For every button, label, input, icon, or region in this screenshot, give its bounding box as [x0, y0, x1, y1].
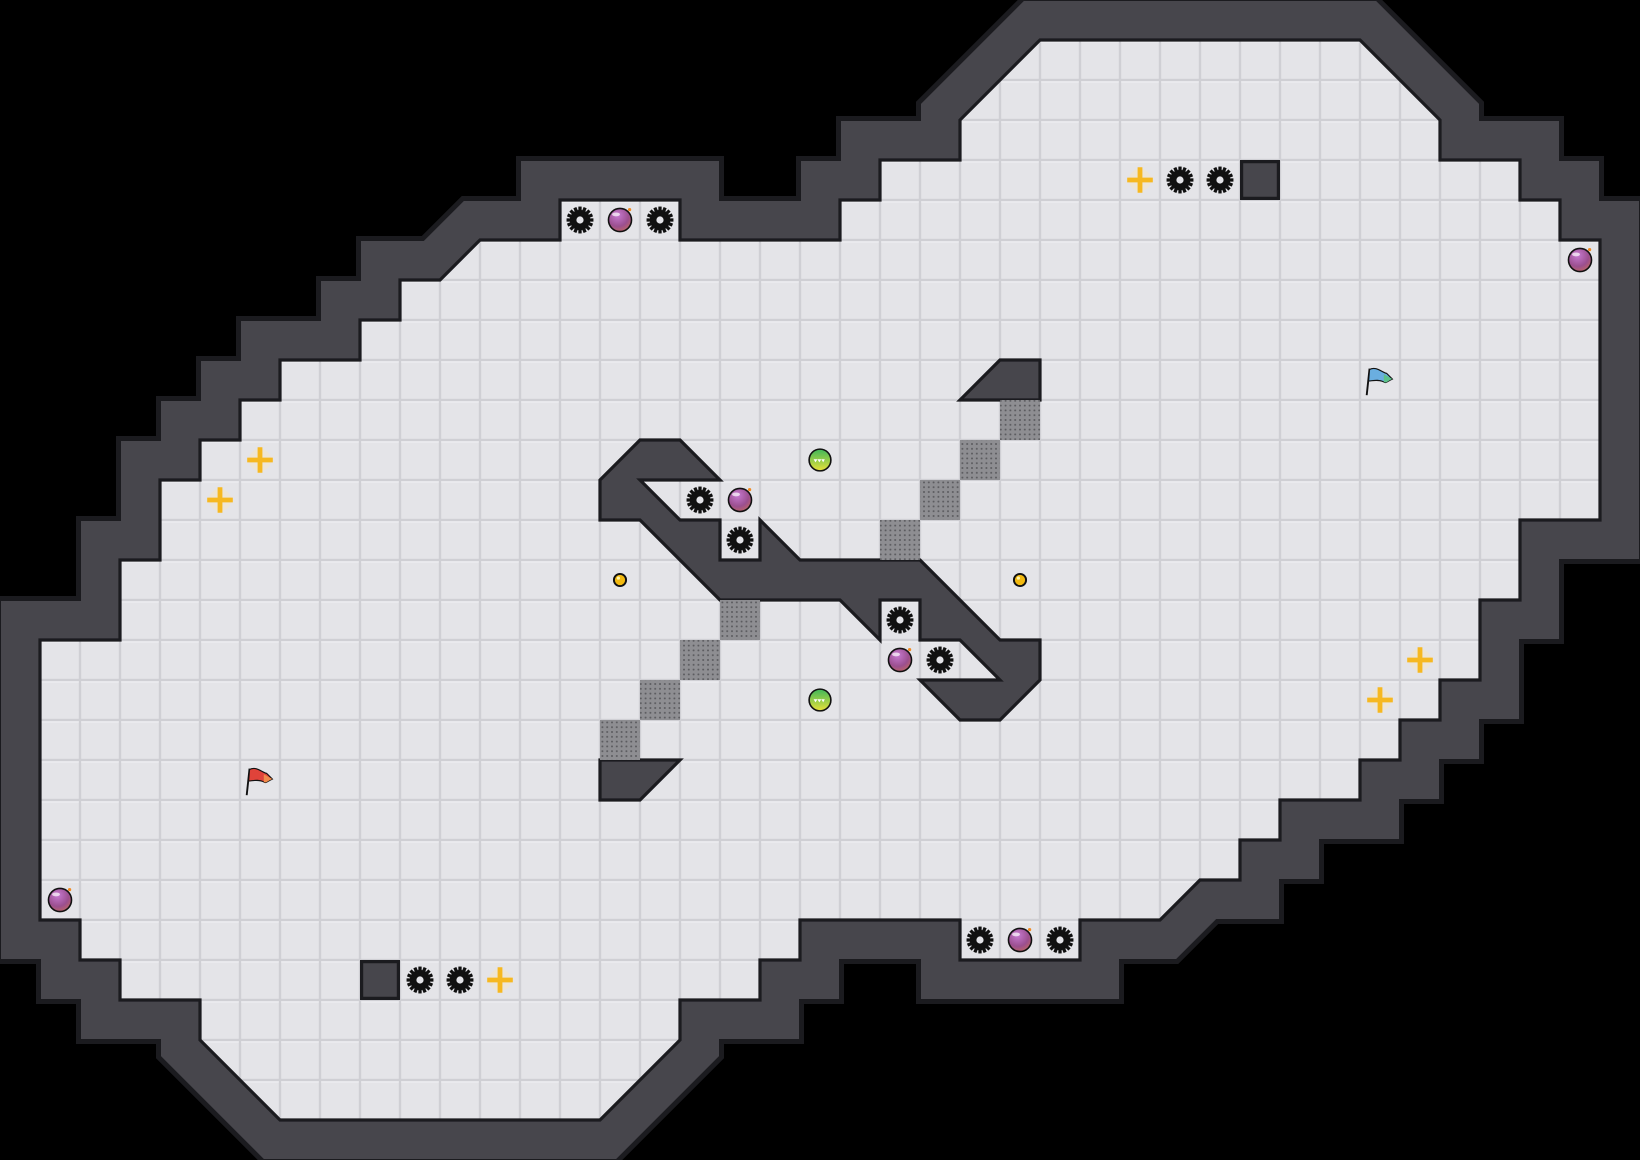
bomb-icon	[888, 648, 911, 672]
grate-tile	[960, 440, 1000, 480]
bomb-icon	[608, 208, 631, 232]
saw-gear-icon	[726, 526, 754, 554]
saw-gear-icon	[966, 926, 994, 954]
saw-gear-icon	[1046, 926, 1074, 954]
s-shaped-wall	[598, 438, 1042, 722]
grate-tile	[640, 680, 680, 720]
saw-gear-icon	[1166, 166, 1194, 194]
saw-gear-icon	[1206, 166, 1234, 194]
grate-tile	[880, 520, 920, 560]
bomb-icon	[48, 888, 71, 912]
grate-tile	[720, 600, 760, 640]
grate-tile	[1000, 400, 1040, 440]
solid-block	[359, 960, 401, 1000]
saw-gear-icon	[886, 606, 914, 634]
solid-block	[1240, 159, 1280, 201]
saw-gear-icon	[566, 206, 594, 234]
coin-icon	[614, 574, 626, 586]
bomb-icon	[728, 488, 751, 512]
bomb-icon	[1568, 248, 1591, 272]
grate-tile	[600, 720, 640, 760]
saw-gear-icon	[446, 966, 474, 994]
wedge-wall	[598, 758, 684, 802]
saw-gear-icon	[926, 646, 954, 674]
inner-walls	[359, 159, 1280, 1000]
green-orb-icon	[809, 689, 831, 711]
grate-tile	[680, 640, 720, 680]
bomb-icon	[1008, 928, 1031, 952]
grate-tile	[920, 480, 960, 520]
green-orb-icon	[809, 449, 831, 471]
saw-gear-icon	[646, 206, 674, 234]
coin-icon	[1014, 574, 1026, 586]
saw-gear-icon	[406, 966, 434, 994]
saw-gear-icon	[686, 486, 714, 514]
